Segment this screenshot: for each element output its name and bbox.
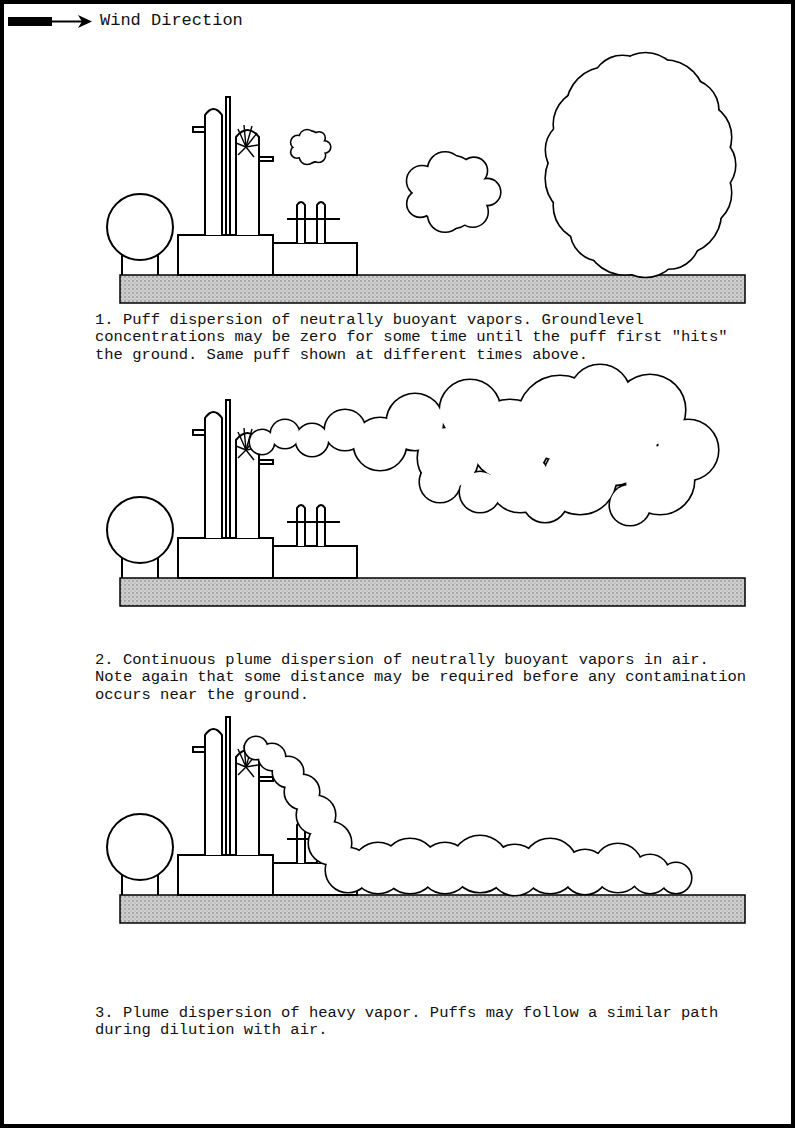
cloud-fill	[420, 462, 460, 502]
cloud-fill	[523, 478, 567, 522]
cloud-fill	[271, 420, 299, 448]
caption-text: 2. Continuous plume dispersion of neutra…	[95, 652, 750, 704]
plant	[107, 717, 357, 895]
cloud-fill	[661, 863, 691, 893]
cloud-outline	[570, 365, 630, 425]
cloud-fill	[300, 142, 320, 162]
wind-arrow	[8, 15, 92, 28]
cloud-outline	[428, 180, 476, 228]
vapor-cloud	[291, 130, 330, 164]
cloud-outline	[610, 485, 650, 525]
cloud-fill	[460, 472, 500, 512]
cloud-outline	[420, 462, 460, 502]
cloud-fill	[610, 485, 650, 525]
caption-text: 3. Plume dispersion of heavy vapor. Puff…	[95, 1005, 750, 1040]
cloud-fill	[250, 430, 274, 454]
wind-label: Wind Direction	[100, 11, 400, 30]
vapor-cloud	[250, 365, 718, 525]
caption-text: 1. Puff dispersion of neutrally buoyant …	[95, 312, 750, 364]
vapor-clouds	[245, 53, 735, 895]
plant	[107, 400, 357, 578]
cloud-outline	[658, 420, 718, 480]
cloud-fill	[658, 420, 718, 480]
plant	[107, 97, 357, 275]
cloud-fill	[570, 365, 630, 425]
cloud-outline	[460, 472, 500, 512]
cloud-outline	[300, 142, 320, 162]
cloud-outline	[250, 430, 274, 454]
cloud-outline	[296, 424, 328, 456]
cloud-outline	[583, 142, 697, 256]
vapor-cloud	[546, 53, 735, 276]
vapor-cloud	[407, 153, 500, 232]
cloud-fill	[583, 142, 697, 256]
cloud-fill	[428, 180, 476, 228]
cloud-outline	[523, 478, 567, 522]
cloud-outline	[661, 863, 691, 893]
vapor-cloud	[245, 737, 691, 895]
cloud-fill	[296, 424, 328, 456]
cloud-outline	[271, 420, 299, 448]
